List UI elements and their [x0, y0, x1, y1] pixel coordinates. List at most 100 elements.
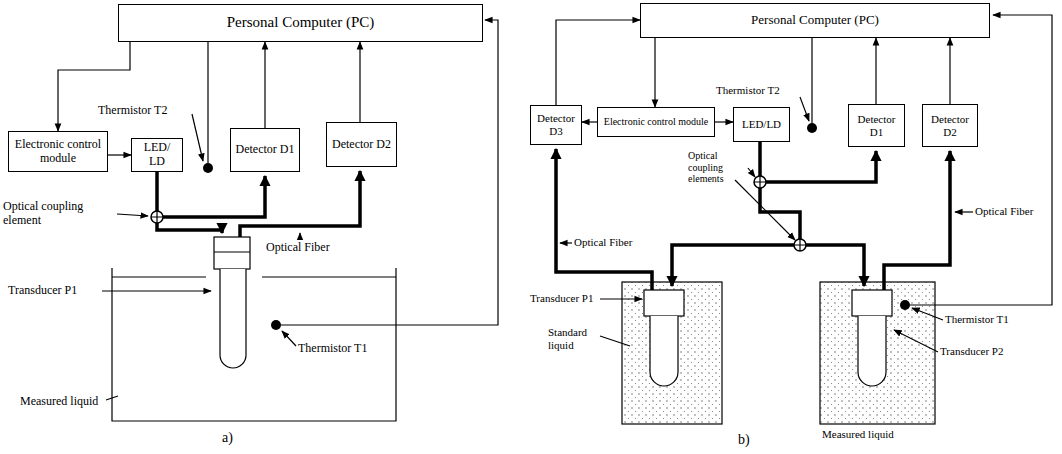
optical-fiber: [806, 245, 864, 286]
optical-fiber: [163, 176, 265, 217]
leader-line: [299, 233, 300, 240]
label-slot: Thermistor T1: [945, 313, 1009, 326]
part-label: Standard liquid: [548, 326, 587, 351]
component-box: Detector D3: [530, 105, 582, 145]
transducer-probe: [220, 269, 246, 368]
box-label: Detector D2: [927, 113, 973, 138]
leader-line: [955, 211, 973, 212]
optical-fiber: [758, 142, 762, 176]
label-slot: Transducer P1: [530, 292, 593, 305]
box-label: Detector D3: [535, 112, 577, 137]
signal-connector: [58, 42, 130, 131]
label-slot: Thermistor T1: [298, 342, 367, 356]
label-slot: Optical coupling element: [3, 200, 118, 228]
thermistor-dot: [900, 300, 910, 310]
leader-line: [748, 168, 755, 177]
leader-line: [800, 97, 809, 121]
part-label: Optical Fiber: [574, 236, 632, 248]
leader-line: [560, 242, 572, 243]
label-slot: Thermistor T2: [716, 84, 780, 97]
thermistor-dot: [807, 123, 817, 133]
signal-connector: [359, 42, 360, 122]
leader-line: [106, 396, 118, 400]
label-slot: a): [222, 430, 233, 446]
signal-connector: [108, 154, 131, 155]
leader-line: [117, 214, 148, 216]
thermistor-wire: [281, 20, 498, 325]
box-label: Personal Computer (PC): [751, 13, 879, 28]
optical-fiber: [157, 223, 222, 233]
signal-connector: [875, 38, 876, 104]
component-box: Electronic control module: [597, 107, 715, 137]
transducer-head: [214, 237, 250, 269]
component-box: Detector D1: [230, 128, 300, 172]
optical-fiber: [760, 188, 800, 239]
signal-connector: [264, 42, 265, 128]
signal-connector: [582, 121, 597, 122]
part-label: Thermistor T2: [716, 84, 780, 96]
thermistor-wire: [811, 38, 812, 123]
transducer-probe: [650, 316, 678, 386]
standard-liquid-vessel: [622, 282, 722, 424]
component-box: Detector D2: [922, 104, 978, 147]
label-slot: Optical Fiber: [574, 236, 632, 249]
part-label: Optical Fiber: [266, 240, 330, 254]
part-label: Measured liquid: [20, 394, 98, 408]
optical-fiber: [556, 149, 652, 290]
label-slot: Optical coupling elements: [688, 150, 750, 185]
component-box: LED/LD: [733, 107, 790, 142]
box-label: Detector D1: [853, 113, 900, 138]
part-label: Thermistor T1: [298, 341, 367, 355]
part-label: Optical Fiber: [975, 205, 1033, 217]
part-label: Thermistor T1: [945, 313, 1009, 325]
coupling-element: [151, 211, 163, 223]
label-slot: Transducer P2: [940, 345, 1003, 358]
part-label: Transducer P1: [8, 283, 77, 297]
panel-label: b): [738, 432, 750, 447]
label-slot: Thermistor T2: [98, 104, 167, 118]
component-box: Electronic control module: [8, 131, 108, 172]
liquid-level: [112, 276, 396, 277]
optical-fiber: [672, 245, 794, 286]
box-label: Electronic control module: [13, 138, 103, 166]
computer-box: Personal Computer (PC): [640, 3, 990, 38]
panel-label: a): [222, 430, 233, 445]
signal-connector: [949, 38, 950, 104]
transducer-probe: [858, 316, 886, 386]
signal-connector: [556, 20, 640, 105]
computer-box: Personal Computer (PC): [118, 4, 483, 42]
label-slot: Measured liquid: [20, 395, 98, 409]
box-label: Personal Computer (PC): [227, 14, 375, 31]
optical-fiber: [155, 172, 159, 211]
part-label: Transducer P2: [940, 345, 1003, 357]
leader-line: [912, 308, 943, 320]
optical-fiber: [884, 151, 950, 290]
optical-fiber: [240, 171, 360, 237]
coupling-element: [754, 176, 766, 188]
label-slot: Optical Fiber: [975, 205, 1033, 218]
leader-line: [894, 330, 938, 352]
label-slot: Transducer P1: [8, 284, 77, 298]
label-slot: Standard liquid: [548, 326, 600, 351]
component-box: LED/ LD: [131, 138, 183, 172]
signal-connector: [715, 121, 733, 122]
leader-line: [102, 290, 211, 291]
box-label: Electronic control module: [604, 116, 708, 128]
box-label: Detector D2: [332, 138, 391, 152]
transducer-head: [214, 251, 250, 252]
label-slot: Optical Fiber: [266, 241, 330, 255]
leader-line: [192, 114, 203, 161]
part-label: Optical coupling element: [3, 199, 83, 227]
transducer-head: [644, 290, 684, 316]
transducer-head: [852, 290, 892, 316]
signal-connector: [654, 38, 655, 107]
thermistor-dot: [203, 163, 213, 173]
box-label: LED/ LD: [136, 141, 178, 169]
thermistor-wire: [910, 15, 1052, 305]
part-label: Transducer P1: [530, 292, 593, 304]
part-label: Optical coupling elements: [688, 150, 724, 184]
component-box: Detector D2: [326, 122, 397, 167]
part-label: Thermistor T2: [98, 103, 167, 117]
leader-line: [735, 180, 795, 240]
